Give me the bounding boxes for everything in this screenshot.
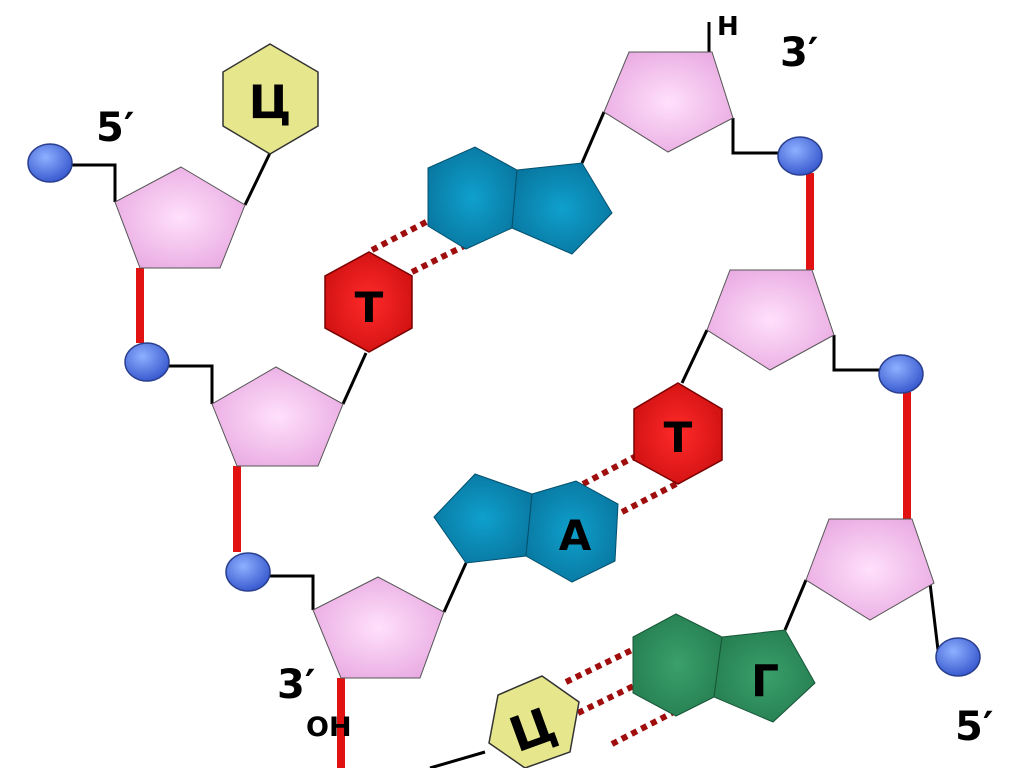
hydrogen-bond [370, 217, 432, 253]
phosphate-sphere [935, 637, 981, 677]
hydrogen-bond [576, 676, 650, 716]
sugar-pentagon [312, 576, 445, 679]
sugar-pentagon [603, 51, 734, 153]
base-letter-a: А [559, 511, 592, 560]
hydrogen-bond [620, 479, 682, 515]
end-label-5-top-left: 5′ [96, 105, 134, 151]
phosphate-sphere [777, 136, 823, 176]
cytosine-base-bottom [488, 675, 580, 768]
adenine-base-top [427, 146, 613, 255]
phosphate-sphere [27, 143, 73, 183]
end-label-3-bottom-left: 3′ [277, 662, 315, 708]
sugar-pentagon [805, 518, 935, 621]
adenine-base-middle [433, 473, 619, 583]
base-letter-t-right: Т [664, 413, 693, 462]
hydrogen-bond [581, 451, 642, 487]
thymine-base-left [324, 251, 413, 353]
backbone-bonds [136, 173, 911, 768]
hydrogen-bond [410, 240, 472, 275]
end-label-5-bottom-right: 5′ [955, 704, 993, 750]
cytosine-base-top [222, 43, 319, 155]
guanine-base [632, 613, 816, 723]
sugar-pentagon [211, 366, 344, 467]
sugar-pentagon [114, 166, 246, 269]
base-letter-t-left: Т [355, 283, 384, 332]
hydrogen-bonds [370, 217, 682, 747]
hydrogen-bond [564, 647, 634, 685]
thymine-base-right [633, 382, 723, 485]
base-letter-g: Г [751, 656, 779, 707]
connector-lines [70, 22, 940, 768]
base-letter-c-top: Ц [249, 75, 292, 129]
label-oh: ОН [306, 712, 352, 743]
hydrogen-bond [610, 710, 674, 747]
sugar-pentagon [706, 269, 835, 371]
sugars [114, 51, 935, 679]
label-h: Н [717, 12, 739, 42]
phosphates [27, 136, 981, 677]
end-label-3-top-right: 3′ [780, 30, 818, 76]
phosphate-sphere [878, 354, 924, 394]
phosphate-sphere [124, 342, 170, 382]
phosphate-sphere [225, 552, 271, 592]
